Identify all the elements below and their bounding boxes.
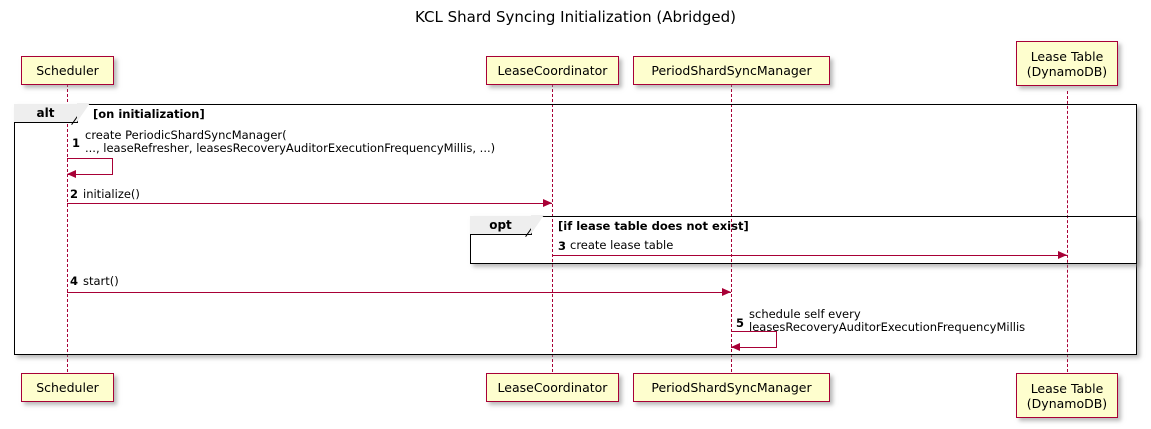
participant-lease-coordinator-header[interactable]: LeaseCoordinator bbox=[486, 56, 619, 85]
message-3-sequence-number: 3 bbox=[558, 239, 567, 253]
message-3-arrowhead bbox=[1058, 251, 1067, 259]
diagram-title: KCL Shard Syncing Initialization (Abridg… bbox=[415, 8, 736, 26]
fragment-alt-label: alt bbox=[14, 97, 90, 125]
message-1-label: create PeriodicShardSyncManager( ..., le… bbox=[85, 128, 496, 155]
participant-lease-table-header[interactable]: Lease Table (DynamoDB) bbox=[1016, 41, 1118, 86]
participant-scheduler-footer[interactable]: Scheduler bbox=[21, 373, 114, 402]
message-5-self-loop bbox=[731, 331, 777, 348]
message-4-sequence-number: 4 bbox=[70, 274, 79, 288]
lifeline-scheduler bbox=[67, 84, 68, 372]
message-2-arrowhead bbox=[543, 199, 552, 207]
message-3-label: create lease table bbox=[570, 238, 674, 252]
message-4-line bbox=[67, 292, 731, 293]
participant-lease-coordinator-footer[interactable]: LeaseCoordinator bbox=[486, 373, 619, 402]
participant-scheduler-header[interactable]: Scheduler bbox=[21, 56, 114, 85]
fragment-opt-label: opt bbox=[470, 209, 544, 237]
participant-period-shard-sync-manager-footer[interactable]: PeriodShardSyncManager bbox=[633, 373, 830, 402]
lifeline-period-shard-sync-manager bbox=[731, 84, 732, 372]
lifeline-lease-table bbox=[1067, 91, 1068, 372]
message-5-arrowhead bbox=[731, 343, 740, 351]
message-1-sequence-number: 1 bbox=[72, 136, 81, 150]
message-2-label: initialize() bbox=[83, 187, 140, 201]
message-4-label: start() bbox=[83, 274, 119, 288]
message-5-sequence-number: 5 bbox=[736, 316, 745, 330]
message-2-line bbox=[67, 203, 552, 204]
message-4-arrowhead bbox=[722, 288, 731, 296]
fragment-alt-condition: [on initialization] bbox=[93, 107, 205, 121]
fragment-opt-lease-table bbox=[470, 216, 1137, 264]
message-3-line bbox=[552, 255, 1067, 256]
participant-lease-table-footer[interactable]: Lease Table (DynamoDB) bbox=[1016, 373, 1118, 418]
participant-period-shard-sync-manager-header[interactable]: PeriodShardSyncManager bbox=[633, 56, 830, 85]
message-1-arrowhead bbox=[67, 170, 76, 178]
message-5-label: schedule self every leasesRecoveryAudito… bbox=[749, 307, 1026, 334]
fragment-opt-condition: [if lease table does not exist] bbox=[558, 219, 749, 233]
message-2-sequence-number: 2 bbox=[70, 187, 79, 201]
message-1-self-loop bbox=[67, 158, 113, 175]
lifeline-lease-coordinator bbox=[552, 84, 553, 372]
